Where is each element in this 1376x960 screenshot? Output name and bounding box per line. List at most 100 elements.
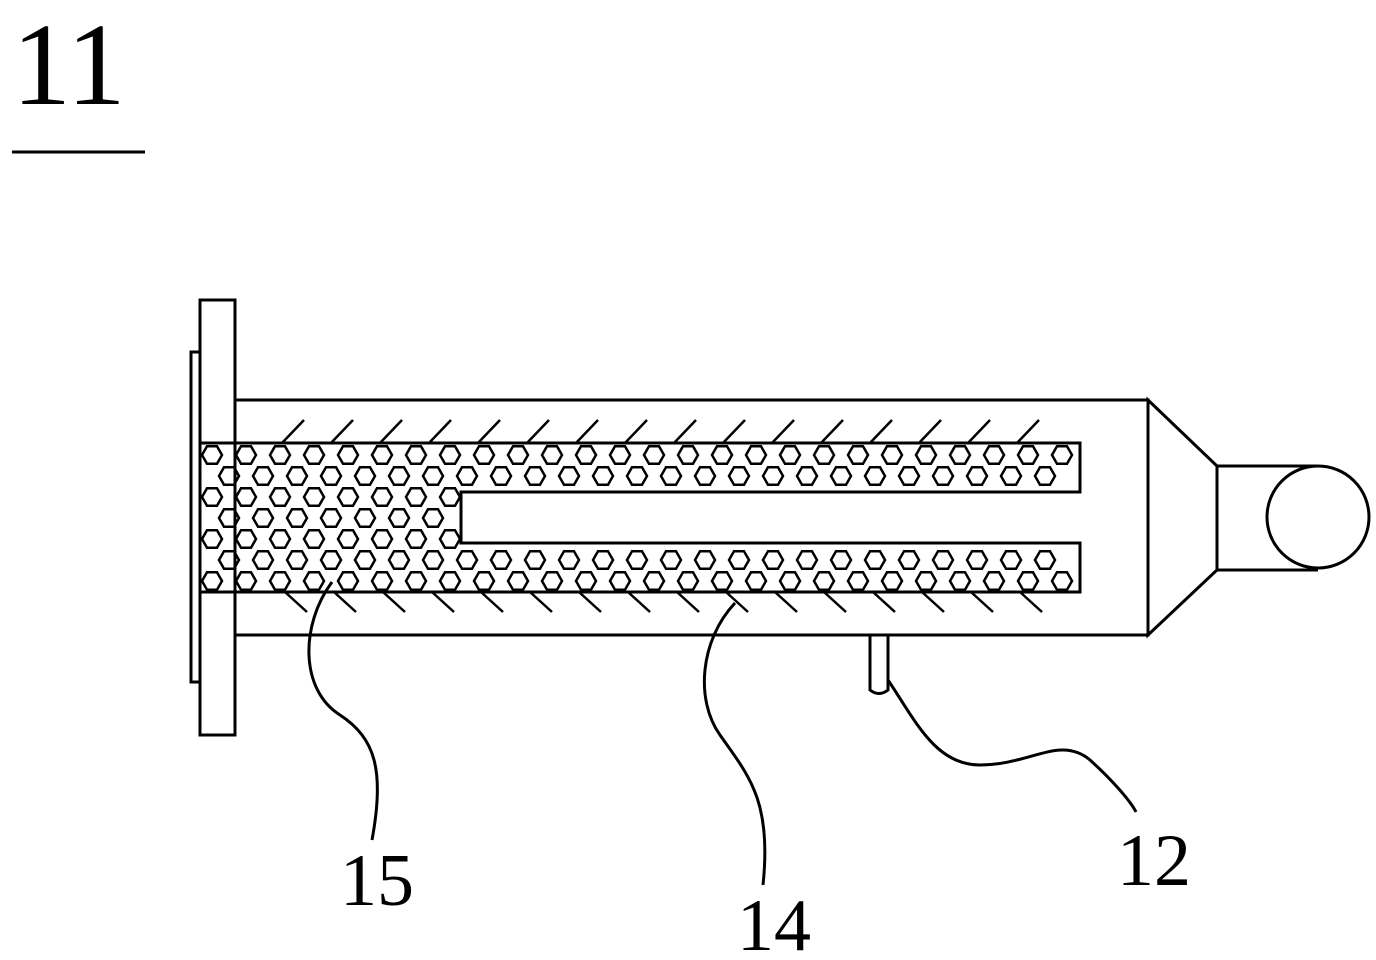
hexagon-cell <box>336 571 360 591</box>
hexagon-cell <box>557 550 581 570</box>
hatch-mark <box>382 591 406 613</box>
hexagon-cell <box>948 445 972 465</box>
label-15: 15 <box>340 840 414 922</box>
hexagon-cell <box>489 550 513 570</box>
hatch-mark <box>820 419 844 444</box>
outlet-port <box>1265 464 1371 570</box>
hexagon-cell <box>846 571 870 591</box>
hatch-mark <box>627 591 651 613</box>
hexagon-cell <box>370 529 394 549</box>
filter-core-outline <box>200 441 1082 594</box>
hatch-mark <box>330 419 354 444</box>
hexagon-cell <box>557 466 581 486</box>
hexagon-cell <box>268 529 292 549</box>
hexagon-cell <box>948 571 972 591</box>
hexagon-cell <box>387 466 411 486</box>
hexagon-cell <box>625 466 649 486</box>
hexagon-cell <box>608 445 632 465</box>
hexagon-cell <box>1050 571 1074 591</box>
hexagon-cell <box>506 571 530 591</box>
hatch-mark <box>526 419 550 444</box>
hexagon-cell <box>965 466 989 486</box>
hatch-mark <box>725 591 749 613</box>
hexagon-cell <box>251 550 275 570</box>
outer-cylinder <box>233 398 1150 637</box>
hexagon-cell <box>744 571 768 591</box>
hexagon-cell <box>353 508 377 528</box>
hatch-mark <box>333 591 357 613</box>
hatch-mark <box>673 419 697 444</box>
side-port <box>868 636 890 695</box>
hexagon-cell <box>574 445 598 465</box>
hexagon-cell <box>455 550 479 570</box>
hexagon-cell <box>642 571 666 591</box>
hatch-mark <box>379 419 403 444</box>
tapered-nozzle <box>1146 396 1219 639</box>
hexagon-cell <box>659 550 683 570</box>
hexagon-cell <box>727 466 751 486</box>
label-14: 14 <box>737 885 811 960</box>
hexagon-cell <box>659 466 683 486</box>
hexagon-cell <box>285 466 309 486</box>
hexagon-cell <box>268 571 292 591</box>
hexagon-cell <box>302 445 326 465</box>
hexagon-cell <box>795 550 819 570</box>
hatch-mark <box>774 591 798 613</box>
hatch-mark <box>575 419 599 444</box>
hexagon-cell <box>268 445 292 465</box>
hexagon-cell <box>829 550 853 570</box>
flange-back-plate <box>189 350 202 684</box>
hexagon-cell <box>438 529 462 549</box>
hexagon-cell <box>625 550 649 570</box>
hatch-mark <box>970 591 994 613</box>
hexagon-cell <box>421 508 445 528</box>
hexagon-cell <box>302 487 326 507</box>
hexagon-cell <box>319 550 343 570</box>
hexagon-cell <box>931 466 955 486</box>
hexagon-cell <box>880 445 904 465</box>
hexagon-cell <box>778 571 802 591</box>
hexagon-cell <box>1033 466 1057 486</box>
hexagon-fill-pattern <box>200 445 1074 591</box>
hexagon-cell <box>591 466 615 486</box>
hexagon-cell <box>404 529 428 549</box>
hexagon-cell <box>727 550 751 570</box>
hexagon-cell <box>591 550 615 570</box>
hatch-mark <box>578 591 602 613</box>
hexagon-cell <box>455 466 479 486</box>
hexagon-cell <box>880 571 904 591</box>
hexagon-cell <box>999 550 1023 570</box>
hexagon-cell <box>965 550 989 570</box>
hexagon-cell <box>404 571 428 591</box>
hexagon-cell <box>540 571 564 591</box>
hexagon-cell <box>421 550 445 570</box>
hexagon-cell <box>421 466 445 486</box>
hexagon-cell <box>285 550 309 570</box>
hexagon-cell <box>302 529 326 549</box>
hexagon-cell <box>234 487 258 507</box>
hexagon-cell <box>914 445 938 465</box>
hatch-mark <box>921 591 945 613</box>
hexagon-cell <box>710 445 734 465</box>
hexagon-cell <box>489 466 513 486</box>
leader-line-12 <box>886 679 1138 813</box>
hatch-mark <box>428 419 452 444</box>
hexagon-cell <box>438 571 462 591</box>
hatch-mark <box>281 419 305 444</box>
hexagon-cell <box>999 466 1023 486</box>
hexagon-cell <box>914 571 938 591</box>
hexagon-cell <box>472 445 496 465</box>
hexagon-cell <box>200 445 224 465</box>
hexagon-cell <box>523 466 547 486</box>
hexagon-cell <box>336 529 360 549</box>
hexagon-cell <box>217 508 241 528</box>
hexagon-cell <box>642 445 666 465</box>
hexagon-cell <box>1016 571 1040 591</box>
hatch-mark <box>872 591 896 613</box>
hexagon-cell <box>863 550 887 570</box>
hexagon-cell <box>251 508 275 528</box>
hatch-mark <box>284 591 308 613</box>
hatch-mark <box>869 419 893 444</box>
hatch-mark <box>480 591 504 613</box>
hatch-mark <box>477 419 501 444</box>
